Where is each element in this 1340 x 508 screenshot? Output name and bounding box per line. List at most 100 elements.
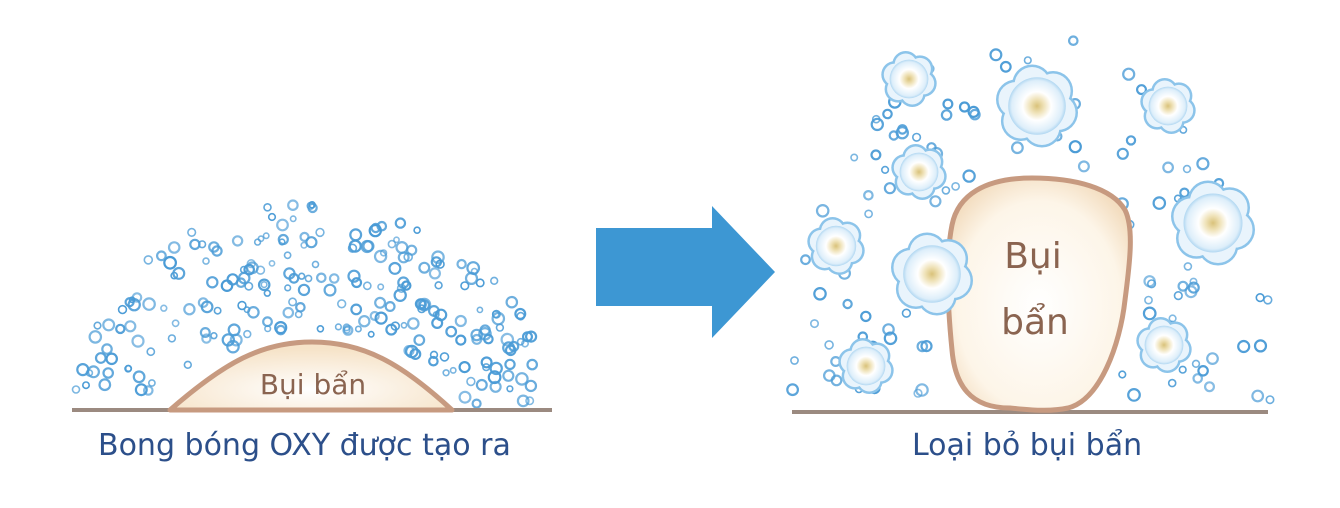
oxygen-bubble (393, 288, 407, 302)
oxygen-bubble (1206, 352, 1219, 366)
oxygen-bubble (131, 334, 145, 348)
oxygen-bubble (171, 319, 180, 328)
oxygen-bubble (1265, 395, 1275, 405)
bubble-cluster (891, 232, 973, 316)
oxygen-bubble (458, 361, 471, 374)
oxygen-bubble (863, 190, 874, 201)
oxygen-bubble (888, 130, 900, 141)
oxygen-bubble (1253, 339, 1268, 353)
oxygen-bubble (373, 249, 388, 264)
oxygen-bubble (516, 311, 526, 321)
oxygen-bubble (1116, 147, 1129, 160)
oxygen-bubble (362, 281, 372, 291)
oxygen-bubble (1127, 388, 1141, 402)
oxygen-bubble (397, 251, 410, 264)
oxygen-bubble (1179, 187, 1190, 198)
oxygen-bubble (262, 316, 273, 328)
oxygen-bubble (1118, 370, 1127, 379)
oxygen-bubble (268, 259, 276, 267)
oxygen-bubble (824, 340, 834, 350)
oxygen-bubble (199, 327, 211, 339)
oxygen-bubble (1023, 56, 1032, 65)
oxygen-bubble (526, 358, 538, 371)
oxygen-bubble (213, 306, 222, 315)
oxygen-bubble (480, 356, 493, 369)
oxygen-bubble (237, 300, 247, 311)
oxygen-bubble (246, 259, 256, 269)
oxygen-bubble (374, 311, 388, 325)
oxygen-bubble (418, 261, 431, 274)
oxygen-bubble (282, 306, 295, 319)
oxygen-bubble (880, 165, 890, 174)
oxygen-bubble (263, 203, 272, 212)
left-oxygen-bubbles (71, 199, 538, 409)
oxygen-bubble (1077, 160, 1090, 173)
oxygen-bubble (94, 352, 107, 364)
oxygen-bubble (328, 273, 340, 284)
oxygen-bubble (315, 272, 327, 284)
right-dust-label-line1: Bụi (1004, 236, 1062, 277)
oxygen-bubble (940, 109, 953, 121)
oxygen-bubble (76, 363, 90, 377)
oxygen-bubble (262, 232, 270, 240)
right-panel: Bụi bẩn (786, 35, 1275, 414)
oxygen-bubble (288, 297, 298, 307)
oxygen-bubble (445, 325, 458, 338)
oxygen-bubble (395, 241, 409, 255)
oxygen-bubble (211, 245, 223, 257)
oxygen-bubble (1068, 35, 1079, 46)
oxygen-bubble (1011, 141, 1024, 155)
bubble-cluster (881, 51, 937, 107)
oxygen-bubble (167, 334, 177, 343)
oxygen-bubble (1196, 157, 1210, 171)
oxygen-bubble (102, 318, 116, 332)
oxygen-bubble (489, 380, 502, 393)
oxygen-bubble (115, 323, 126, 335)
oxygen-bubble (101, 343, 113, 355)
oxygen-bubble (231, 235, 244, 247)
oxygen-bubble (297, 283, 311, 297)
oxygen-bubble (298, 272, 306, 280)
oxygen-bubble (504, 358, 516, 371)
oxygen-bubble (283, 267, 296, 280)
oxygen-bubble (147, 379, 156, 387)
oxygen-bubble (82, 381, 91, 390)
left-panel: Bụi bẩn (71, 199, 552, 413)
oxygen-bubble (167, 241, 181, 254)
oxygen-bubble (1144, 295, 1153, 305)
oxygen-bubble (500, 332, 515, 347)
oxygen-bubble (815, 204, 830, 218)
oxygen-bubble (88, 330, 103, 344)
oxygen-bubble (146, 347, 156, 357)
oxygen-bubble (458, 390, 472, 404)
oxygen-bubble (316, 324, 325, 333)
oxygen-bubble (524, 379, 538, 393)
oxygen-bubble (502, 369, 515, 382)
oxygen-bubble (951, 181, 960, 191)
bubble-cluster (1140, 78, 1196, 134)
oxygen-bubble (456, 258, 467, 270)
oxygen-bubble (1203, 381, 1215, 393)
oxygen-bubble (220, 279, 234, 292)
oxygen-bubble (434, 281, 443, 290)
oxygen-bubble (143, 385, 154, 396)
oxygen-bubble (1197, 364, 1209, 377)
oxygen-bubble (276, 218, 289, 232)
oxygen-bubble (1167, 378, 1177, 388)
oxygen-bubble (901, 308, 912, 318)
oxygen-bubble (882, 323, 895, 336)
oxygen-bubble (403, 252, 414, 262)
oxygen-bubble (870, 117, 885, 132)
oxygen-bubble (506, 385, 514, 393)
oxygen-bubble (323, 283, 337, 297)
process-arrow (596, 206, 775, 338)
oxygen-bubble (882, 108, 893, 120)
oxygen-bubble (394, 217, 407, 229)
oxygen-bubble (102, 367, 114, 379)
oxygen-bubble (989, 48, 1003, 62)
oxygen-bubble (490, 276, 499, 285)
left-dust-mound (167, 339, 455, 413)
oxygen-bubble (505, 295, 519, 309)
oxygen-bubble (221, 333, 235, 347)
